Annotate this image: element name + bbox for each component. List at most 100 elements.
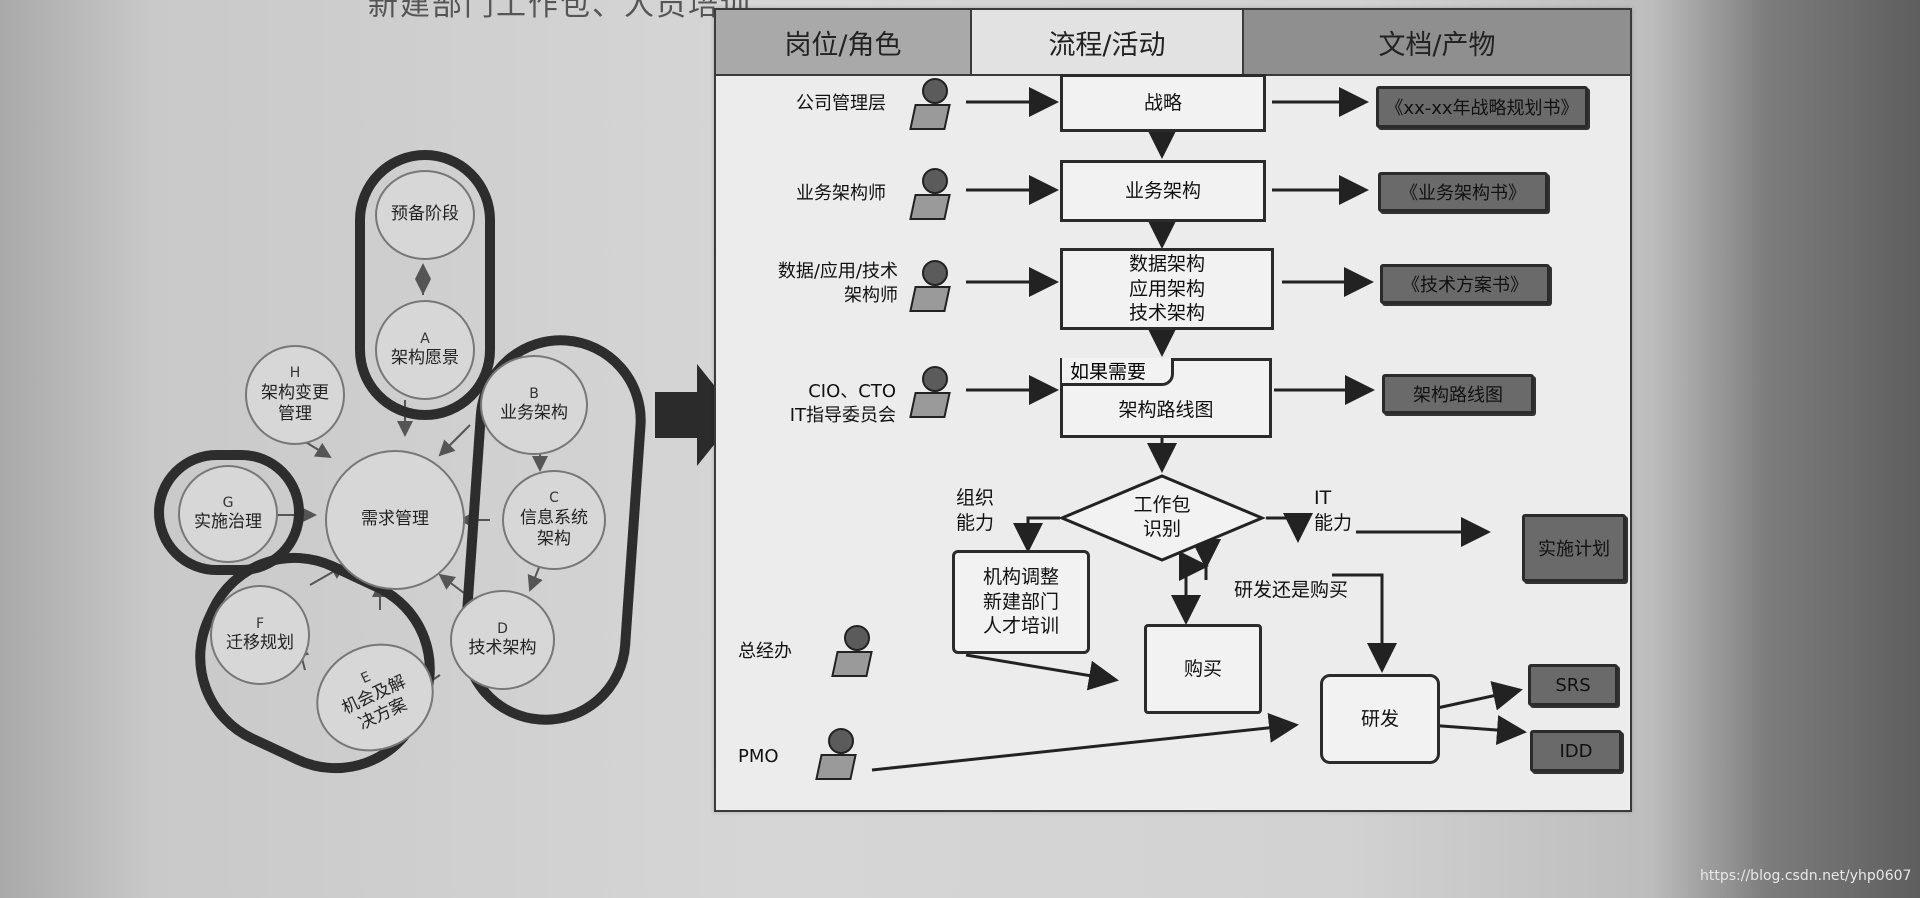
process-data-arch-label: 数据架构 — [1128, 252, 1205, 275]
role-management: 公司管理层 — [796, 93, 886, 114]
flow-arrows — [871, 87, 1527, 772]
node-requirements: 需求管理 — [325, 450, 465, 590]
process-business-arch-label: 业务架构 — [1124, 179, 1201, 202]
person-tech-architect-icon — [909, 260, 960, 316]
node-g: G 实施治理 — [178, 465, 278, 563]
node-a: A 架构愿景 — [375, 300, 475, 400]
role-general-office: 总经办 — [738, 641, 792, 662]
process-strategy-label: 战略 — [1143, 91, 1182, 114]
doc-idd: IDD — [1530, 730, 1622, 772]
node-d-code: D — [497, 620, 508, 637]
node-d: D 技术架构 — [450, 590, 555, 690]
node-preliminary-label: 预备阶段 — [391, 204, 459, 225]
node-d-label: 技术架构 — [468, 638, 537, 659]
it-capability-label: IT 能力 — [1314, 486, 1352, 535]
node-preliminary: 预备阶段 — [375, 170, 475, 260]
process-org-adjust: 机构调整 新建部门 人才培训 — [952, 550, 1090, 654]
person-general-office-icon — [831, 625, 882, 681]
role-cio-line2: IT指导委员会 — [789, 405, 896, 427]
org-box-line1: 机构调整 — [982, 565, 1059, 588]
node-h-label: 架构变更管理 — [261, 382, 329, 424]
it-capability-line2: 能力 — [1314, 511, 1353, 534]
doc-roadmap-label: 架构路线图 — [1413, 385, 1503, 406]
process-strategy: 战略 — [1060, 74, 1266, 132]
it-capability-line1: IT — [1314, 487, 1332, 509]
person-management-icon — [909, 78, 960, 134]
doc-srs: SRS — [1528, 664, 1618, 706]
doc-business-book-label: 《业务架构书》 — [1400, 183, 1526, 204]
node-b: B 业务架构 — [480, 355, 588, 455]
node-h: H 架构变更管理 — [245, 345, 345, 445]
doc-impl-plan-label: 实施计划 — [1538, 539, 1610, 560]
doc-tech-plan-label: 《技术方案书》 — [1402, 275, 1528, 296]
if-needed-tag: 如果需要 — [1062, 358, 1174, 386]
header-roles-label: 岗位/角色 — [784, 29, 902, 61]
decision-label-line2: 识别 — [1142, 517, 1181, 540]
node-a-label: 架构愿景 — [391, 348, 459, 369]
process-data-app-tech: 数据架构 应用架构 技术架构 — [1060, 248, 1274, 330]
person-business-architect-icon — [909, 168, 960, 224]
ring-prelim-vision — [355, 150, 495, 420]
org-box-line3: 人才培训 — [982, 615, 1059, 638]
role-tech-architect: 数据/应用/技术 架构师 — [748, 260, 898, 309]
header-process: 流程/活动 — [972, 10, 1244, 74]
role-tech-architect-line1: 数据/应用/技术 — [777, 261, 898, 282]
process-buy-label: 购买 — [1183, 657, 1222, 680]
node-requirements-label: 需求管理 — [361, 509, 429, 530]
node-b-code: B — [529, 385, 539, 402]
decision-label-line1: 工作包 — [1133, 494, 1191, 516]
role-business-architect: 业务架构师 — [796, 183, 886, 204]
role-tech-architect-line2: 架构师 — [844, 285, 898, 307]
node-c-label: 信息系统架构 — [520, 507, 588, 549]
process-roadmap-label: 架构路线图 — [1118, 399, 1214, 422]
node-f-label: 迁移规划 — [226, 633, 294, 654]
adm-cycle-diagram: 预备阶段 A 架构愿景 B 业务架构 C 信息系统架构 D 技术架构 E 机会及… — [150, 145, 652, 805]
doc-roadmap: 架构路线图 — [1382, 374, 1534, 414]
if-needed-label: 如果需要 — [1070, 361, 1147, 383]
process-develop: 研发 — [1320, 674, 1440, 764]
role-cio: CIO、CTO IT指导委员会 — [756, 380, 896, 429]
decision-label: 工作包 识别 — [1112, 494, 1212, 542]
process-tech-arch-label: 技术架构 — [1128, 302, 1205, 325]
person-pmo-icon — [815, 728, 866, 784]
node-e-label: 机会及解决方案 — [338, 671, 411, 735]
process-table: 岗位/角色 流程/活动 文档/产物 — [714, 8, 1632, 812]
node-c: C 信息系统架构 — [502, 470, 606, 570]
person-cio-icon — [909, 366, 960, 422]
header-artifacts: 文档/产物 — [1244, 10, 1630, 74]
process-buy: 购买 — [1144, 624, 1262, 714]
doc-business-book: 《业务架构书》 — [1378, 172, 1548, 212]
node-c-code: C — [549, 490, 559, 506]
table-header: 岗位/角色 流程/活动 文档/产物 — [716, 10, 1630, 76]
doc-idd-label: IDD — [1559, 740, 1593, 762]
dev-or-buy-label: 研发还是购买 — [1234, 579, 1349, 601]
org-box-line2: 新建部门 — [982, 590, 1059, 613]
watermark: https://blog.csdn.net/yhp0607 — [1700, 868, 1912, 884]
doc-strategy-plan-label: 《xx-xx年战略规划书》 — [1385, 98, 1579, 119]
doc-tech-plan: 《技术方案书》 — [1380, 264, 1550, 304]
process-business-arch: 业务架构 — [1060, 160, 1266, 222]
node-f-code: F — [255, 615, 265, 632]
process-app-arch-label: 应用架构 — [1128, 277, 1205, 300]
caption-top: 新建部门工作包、人员培训 — [368, 0, 752, 23]
node-g-label: 实施治理 — [194, 512, 262, 533]
role-cio-line1: CIO、CTO — [808, 381, 896, 402]
decision-diamond — [1058, 474, 1266, 562]
doc-srs-label: SRS — [1555, 674, 1591, 696]
doc-impl-plan: 实施计划 — [1522, 514, 1626, 582]
org-capability-line2: 能力 — [956, 511, 995, 534]
doc-strategy-plan: 《xx-xx年战略规划书》 — [1376, 86, 1588, 128]
header-process-label: 流程/活动 — [1048, 29, 1166, 61]
process-develop-label: 研发 — [1360, 707, 1399, 730]
role-pmo: PMO — [738, 746, 779, 767]
header-artifacts-label: 文档/产物 — [1378, 29, 1496, 61]
node-f: F 迁移规划 — [210, 585, 310, 685]
node-h-code: H — [289, 365, 301, 381]
header-roles: 岗位/角色 — [716, 10, 972, 74]
org-capability-label: 组织 能力 — [956, 486, 994, 535]
node-b-label: 业务架构 — [500, 403, 568, 424]
org-capability-line1: 组织 — [956, 487, 995, 509]
node-a-code: A — [420, 330, 430, 347]
ring-governance — [154, 450, 304, 575]
node-g-code: G — [222, 494, 234, 511]
